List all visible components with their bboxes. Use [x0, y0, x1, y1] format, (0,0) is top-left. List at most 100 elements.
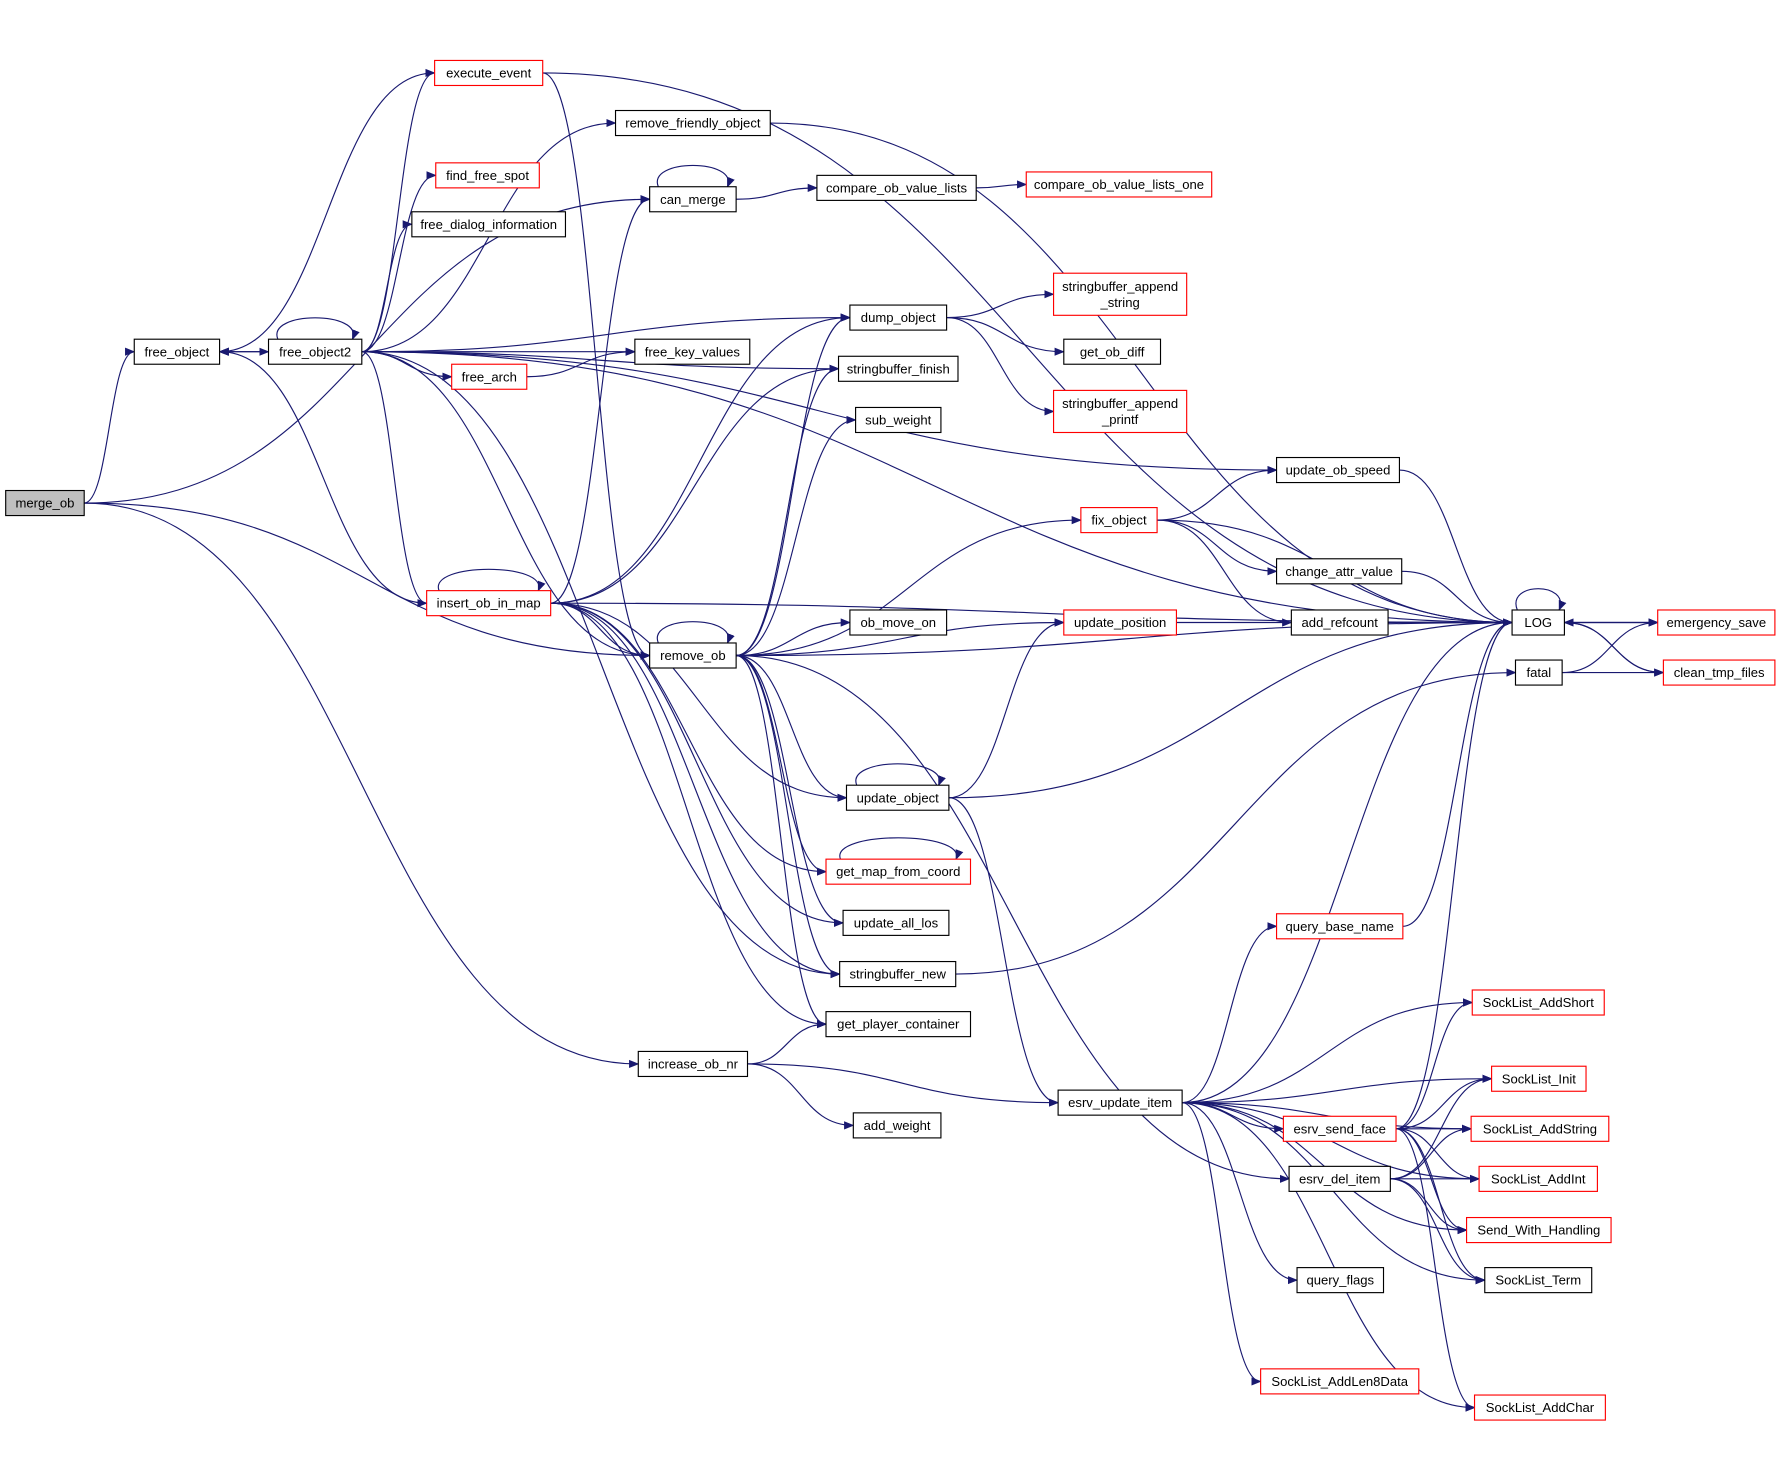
node-free_object2[interactable]: free_object2 — [267, 338, 363, 365]
node-Send_With_Handling[interactable]: Send_With_Handling — [1465, 1216, 1612, 1244]
node-box[interactable] — [1275, 558, 1403, 585]
node-find_free_spot[interactable]: find_free_spot — [435, 162, 540, 189]
node-stringbuffer_append_printf[interactable]: stringbuffer_append_printf — [1052, 389, 1188, 434]
node-update_all_los[interactable]: update_all_los — [842, 909, 950, 936]
node-add_refcount[interactable]: add_refcount — [1290, 609, 1389, 636]
node-remove_friendly_object[interactable]: remove_friendly_object — [614, 109, 771, 137]
node-update_position[interactable]: update_position — [1063, 609, 1178, 636]
node-box[interactable] — [1478, 1165, 1598, 1192]
node-sub_weight[interactable]: sub_weight — [855, 406, 942, 434]
node-box[interactable] — [1282, 1115, 1397, 1142]
node-emergency_save[interactable]: emergency_save — [1657, 609, 1776, 636]
node-box[interactable] — [411, 211, 567, 238]
node-update_ob_speed[interactable]: update_ob_speed — [1275, 456, 1401, 484]
node-get_ob_diff[interactable]: get_ob_diff — [1063, 338, 1162, 365]
node-box[interactable] — [451, 363, 528, 390]
node-change_attr_value[interactable]: change_attr_value — [1275, 558, 1403, 585]
node-box[interactable] — [1288, 1165, 1391, 1192]
node-box[interactable] — [1662, 659, 1776, 686]
node-dump_object[interactable]: dump_object — [849, 304, 948, 331]
node-ob_move_on[interactable]: ob_move_on — [849, 609, 948, 636]
node-stringbuffer_new[interactable]: stringbuffer_new — [839, 960, 957, 988]
node-box[interactable] — [816, 174, 977, 201]
node-box[interactable] — [1260, 1368, 1420, 1395]
node-SockList_AddShort[interactable]: SockList_AddShort — [1471, 989, 1605, 1016]
node-box[interactable] — [845, 784, 950, 811]
node-remove_ob[interactable]: remove_ob — [649, 642, 737, 669]
node-SockList_AddString[interactable]: SockList_AddString — [1470, 1115, 1610, 1142]
node-esrv_update_item[interactable]: esrv_update_item — [1057, 1089, 1183, 1116]
node-box[interactable] — [1296, 1267, 1385, 1294]
node-box[interactable] — [267, 338, 363, 365]
node-add_weight[interactable]: add_weight — [852, 1112, 942, 1139]
node-box[interactable] — [1514, 659, 1563, 686]
node-stringbuffer_finish[interactable]: stringbuffer_finish — [837, 355, 959, 382]
node-box[interactable] — [837, 355, 959, 382]
node-box[interactable] — [825, 858, 972, 885]
node-box[interactable] — [637, 1050, 749, 1078]
node-increase_ob_nr[interactable]: increase_ob_nr — [637, 1050, 749, 1078]
node-box[interactable] — [1080, 507, 1158, 534]
node-esrv_send_face[interactable]: esrv_send_face — [1282, 1115, 1397, 1142]
node-SockList_Init[interactable]: SockList_Init — [1491, 1065, 1587, 1092]
node-can_merge[interactable]: can_merge — [649, 186, 737, 213]
node-box[interactable] — [435, 162, 540, 189]
node-box[interactable] — [634, 338, 751, 365]
node-box[interactable] — [1052, 272, 1188, 316]
node-box[interactable] — [1657, 609, 1776, 636]
node-query_base_name[interactable]: query_base_name — [1275, 913, 1404, 940]
node-box[interactable] — [849, 304, 948, 331]
node-box[interactable] — [5, 489, 85, 517]
node-box[interactable] — [1473, 1394, 1606, 1421]
node-box[interactable] — [133, 338, 221, 365]
node-box[interactable] — [825, 1011, 972, 1038]
node-query_flags[interactable]: query_flags — [1296, 1267, 1385, 1294]
node-insert_ob_in_map[interactable]: insert_ob_in_map — [426, 590, 552, 617]
node-box[interactable] — [1484, 1267, 1593, 1294]
node-SockList_AddLen8Data[interactable]: SockList_AddLen8Data — [1260, 1368, 1420, 1395]
node-get_map_from_coord[interactable]: get_map_from_coord — [825, 858, 972, 885]
node-box[interactable] — [1511, 609, 1565, 636]
node-box[interactable] — [849, 609, 948, 636]
node-box[interactable] — [1025, 171, 1213, 198]
node-box[interactable] — [1275, 913, 1404, 940]
node-merge_ob[interactable]: merge_ob — [5, 489, 85, 517]
node-box[interactable] — [614, 109, 771, 137]
node-box[interactable] — [434, 59, 544, 87]
node-box[interactable] — [1471, 989, 1605, 1016]
node-stringbuffer_append_string[interactable]: stringbuffer_append_string — [1052, 272, 1188, 316]
node-SockList_AddChar[interactable]: SockList_AddChar — [1473, 1394, 1606, 1421]
node-box[interactable] — [852, 1112, 942, 1139]
node-esrv_del_item[interactable]: esrv_del_item — [1288, 1165, 1391, 1192]
node-LOG[interactable]: LOG — [1511, 609, 1565, 636]
node-box[interactable] — [1063, 338, 1162, 365]
node-execute_event[interactable]: execute_event — [434, 59, 544, 87]
node-box[interactable] — [1052, 389, 1188, 434]
node-SockList_Term[interactable]: SockList_Term — [1484, 1267, 1593, 1294]
node-fatal[interactable]: fatal — [1514, 659, 1563, 686]
node-fix_object[interactable]: fix_object — [1080, 507, 1158, 534]
node-box[interactable] — [649, 186, 737, 213]
node-box[interactable] — [1290, 609, 1389, 636]
node-box[interactable] — [1057, 1089, 1183, 1116]
node-box[interactable] — [839, 960, 957, 988]
node-clean_tmp_files[interactable]: clean_tmp_files — [1662, 659, 1776, 686]
node-box[interactable] — [426, 590, 552, 617]
node-box[interactable] — [1470, 1115, 1610, 1142]
node-box[interactable] — [842, 909, 950, 936]
node-free_object[interactable]: free_object — [133, 338, 221, 365]
node-free_dialog_information[interactable]: free_dialog_information — [411, 211, 567, 238]
node-box[interactable] — [1275, 456, 1401, 484]
node-box[interactable] — [1491, 1065, 1587, 1092]
node-free_key_values[interactable]: free_key_values — [634, 338, 751, 365]
node-SockList_AddInt[interactable]: SockList_AddInt — [1478, 1165, 1598, 1192]
node-compare_ob_value_lists[interactable]: compare_ob_value_lists — [816, 174, 977, 201]
node-box[interactable] — [1063, 609, 1178, 636]
node-box[interactable] — [855, 406, 942, 434]
node-get_player_container[interactable]: get_player_container — [825, 1011, 972, 1038]
node-box[interactable] — [649, 642, 737, 669]
node-free_arch[interactable]: free_arch — [451, 363, 528, 390]
node-update_object[interactable]: update_object — [845, 784, 950, 811]
node-box[interactable] — [1465, 1216, 1612, 1244]
node-compare_ob_value_lists_one[interactable]: compare_ob_value_lists_one — [1025, 171, 1213, 198]
